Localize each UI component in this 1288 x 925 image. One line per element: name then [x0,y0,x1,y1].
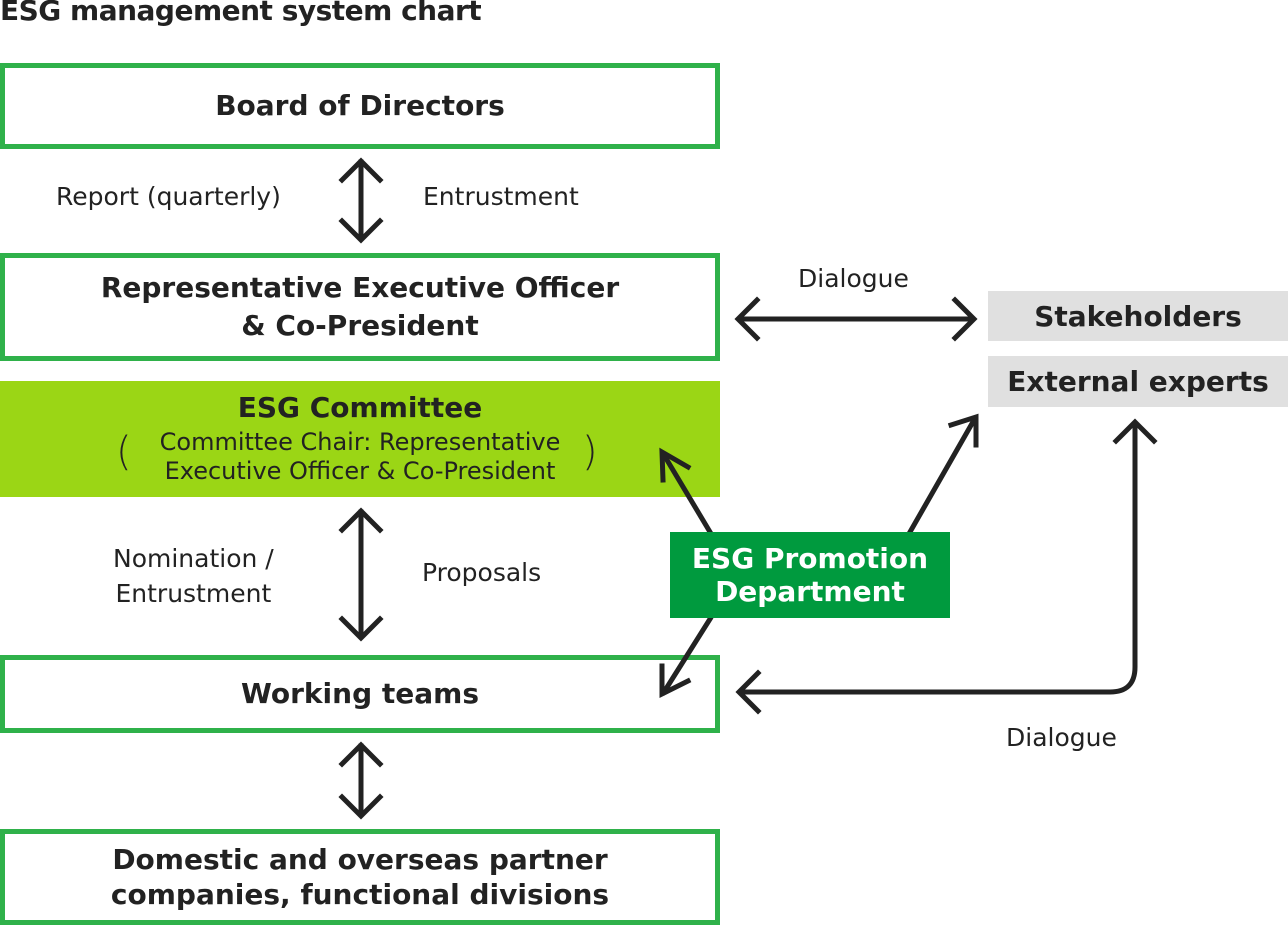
committee-line1: Committee Chair: Representative [159,428,561,456]
committee-line2: Executive Officer & Co-President [164,457,556,485]
nomination-label: Nomination / Entrustment [113,541,274,611]
dialogue-bottom-head-left [735,669,762,715]
nomination-line2: Entrustment [115,579,272,608]
dialogue-top-head-left [734,296,761,342]
committee-working-arrow-head-up [338,507,384,534]
promotion-experts-arrow [906,416,978,536]
working-teams-box: Working teams [0,655,720,733]
esg-committee-box: ESG Committee ( Committee Chair: Represe… [0,381,720,497]
dialogue-bottom-arrow [738,421,1138,695]
left-paren: ( [116,429,132,475]
external-experts-box: External experts [988,356,1288,407]
promotion-working-head [659,663,692,699]
dialogue-top-label: Dialogue [798,264,909,293]
dialogue-bottom-head-up [1112,418,1158,445]
promotion-committee-arrow [660,451,714,536]
promotion-line2: Department [715,575,905,608]
proposals-label: Proposals [422,558,542,587]
partners-line2: companies, functional divisions [110,878,610,911]
representative-executive-box: Representative Executive Officer & Co-Pr… [0,253,720,361]
dialogue-top-head-right [951,296,978,342]
working-partners-arrow-head-down [338,793,384,820]
dialogue-bottom-label: Dialogue [1006,723,1117,752]
chart-title: ESG management system chart [0,0,482,27]
board-rep-arrow-head-down [338,217,384,244]
esg-promotion-department-box: ESG Promotion Department [670,532,950,618]
report-label: Report (quarterly) [56,182,281,211]
partners-line1: Domestic and overseas partner [112,843,608,876]
right-paren: ) [582,429,598,475]
board-label: Board of Directors [215,89,505,122]
rep-line1: Representative Executive Officer [100,271,620,304]
promotion-experts-head [947,413,979,448]
board-of-directors-box: Board of Directors [0,63,720,149]
partner-companies-box: Domestic and overseas partner companies,… [0,829,720,925]
stakeholders-box: Stakeholders [988,291,1288,341]
promotion-working-arrow [660,615,714,696]
rep-line2: & Co-President [241,309,479,342]
working-partners-arrow-head-up [338,741,384,768]
entrustment-label: Entrustment [423,182,579,211]
committee-working-arrow-head-down [338,615,384,642]
working-label: Working teams [241,677,479,710]
promotion-line1: ESG Promotion [691,542,929,575]
promotion-committee-head [659,447,692,483]
board-rep-arrow-head-up [338,157,384,184]
nomination-line1: Nomination / [113,544,274,573]
committee-title: ESG Committee [237,391,483,424]
